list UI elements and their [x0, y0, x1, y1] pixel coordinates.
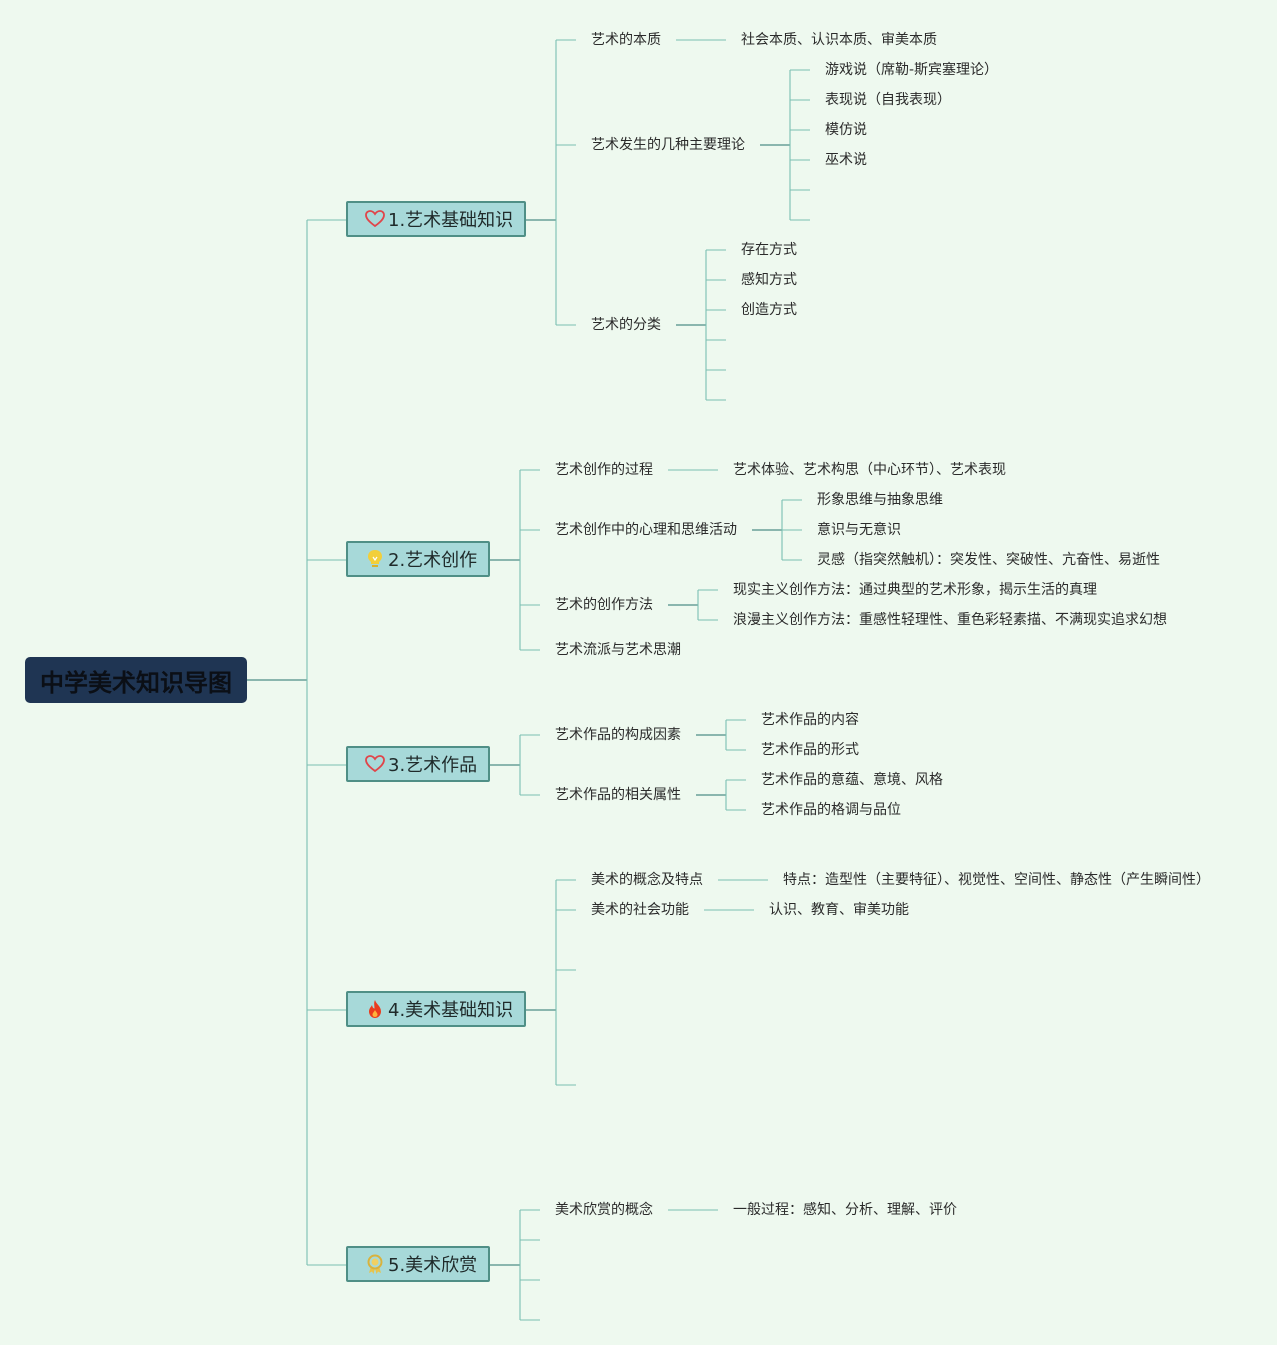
b1-origin-item[interactable]: 模仿说 [825, 122, 867, 138]
b5-concept-detail[interactable]: 一般过程：感知、分析、理解、评价 [733, 1202, 957, 1218]
b1-classify-item[interactable]: 感知方式 [741, 272, 797, 288]
branch-5[interactable]: 5.美术欣赏 [346, 1246, 490, 1282]
b4-concept-detail[interactable]: 特点：造型性（主要特征）、视觉性、空间性、静态性（产生瞬间性） [783, 872, 1210, 888]
root-title: 中学美术知识导图 [40, 668, 232, 697]
b1-essence[interactable]: 艺术的本质 [591, 32, 661, 48]
b4-concept[interactable]: 美术的概念及特点 [591, 872, 703, 888]
b2-method-item[interactable]: 现实主义创作方法：通过典型的艺术形象，揭示生活的真理 [733, 582, 1097, 598]
b1-essence-detail[interactable]: 社会本质、认识本质、审美本质 [741, 32, 937, 48]
b1-origin-item[interactable]: 游戏说（席勒-斯宾塞理论） [825, 62, 999, 78]
lightbulb-icon [364, 548, 386, 570]
branch-1[interactable]: 1.艺术基础知识 [346, 201, 526, 237]
b3-attrs-item[interactable]: 艺术作品的意蕴、意境、风格 [761, 772, 943, 788]
b2-schools[interactable]: 艺术流派与艺术思潮 [555, 642, 681, 658]
b3-factors-item[interactable]: 艺术作品的内容 [761, 712, 859, 728]
b3-attrs[interactable]: 艺术作品的相关属性 [555, 787, 681, 803]
branch-1-label: 1.艺术基础知识 [388, 210, 514, 231]
branch-3-label: 3.艺术作品 [388, 755, 478, 776]
b1-origin-item[interactable]: 巫术说 [825, 152, 867, 168]
fire-icon [364, 998, 386, 1020]
b4-func[interactable]: 美术的社会功能 [591, 902, 689, 918]
branch-4-label: 4.美术基础知识 [388, 1000, 514, 1021]
heart-icon [364, 208, 386, 230]
b3-factors-item[interactable]: 艺术作品的形式 [761, 742, 859, 758]
b2-psych-item[interactable]: 形象思维与抽象思维 [817, 492, 943, 508]
b2-process-detail[interactable]: 艺术体验、艺术构思（中心环节）、艺术表现 [733, 462, 1006, 478]
branch-2-label: 2.艺术创作 [388, 550, 478, 571]
branch-5-label: 5.美术欣赏 [388, 1255, 478, 1276]
b4-func-detail[interactable]: 认识、教育、审美功能 [769, 902, 909, 918]
b1-origin[interactable]: 艺术发生的几种主要理论 [591, 137, 745, 153]
branch-3[interactable]: 3.艺术作品 [346, 746, 490, 782]
b3-attrs-item[interactable]: 艺术作品的格调与品位 [761, 802, 901, 818]
b1-classify-item[interactable]: 创造方式 [741, 302, 797, 318]
heart-icon [364, 753, 386, 775]
b1-origin-item[interactable]: 表现说（自我表现） [825, 92, 951, 108]
b2-psych[interactable]: 艺术创作中的心理和思维活动 [555, 522, 737, 538]
b2-psych-item[interactable]: 意识与无意识 [817, 522, 901, 538]
b2-method-item[interactable]: 浪漫主义创作方法：重感性轻理性、重色彩轻素描、不满现实追求幻想 [733, 612, 1167, 628]
b2-method[interactable]: 艺术的创作方法 [555, 597, 653, 613]
b1-classify[interactable]: 艺术的分类 [591, 317, 661, 333]
b2-process[interactable]: 艺术创作的过程 [555, 462, 653, 478]
medal-icon [364, 1253, 386, 1275]
root-topic[interactable]: 中学美术知识导图 [25, 657, 247, 703]
b5-concept[interactable]: 美术欣赏的概念 [555, 1202, 653, 1218]
b1-classify-item[interactable]: 存在方式 [741, 242, 797, 258]
b2-psych-item[interactable]: 灵感（指突然触机）：突发性、突破性、亢奋性、易逝性 [817, 552, 1160, 568]
branch-2[interactable]: 2.艺术创作 [346, 541, 490, 577]
b3-factors[interactable]: 艺术作品的构成因素 [555, 727, 681, 743]
branch-4[interactable]: 4.美术基础知识 [346, 991, 526, 1027]
